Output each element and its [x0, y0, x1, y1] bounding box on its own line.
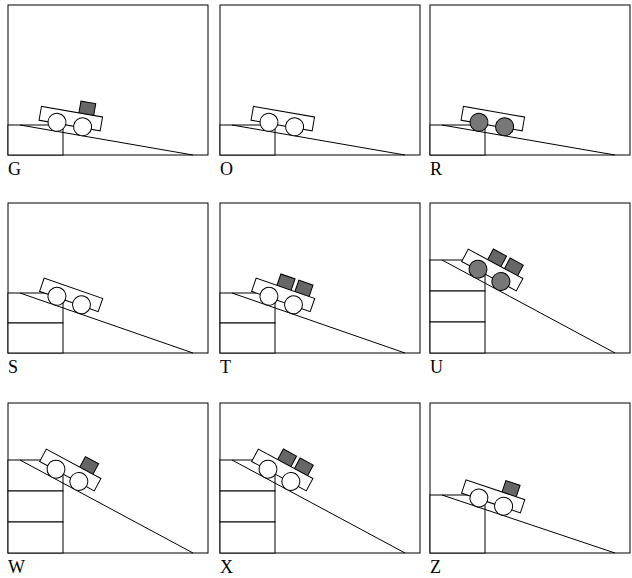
- panel-frame: [220, 203, 420, 353]
- panel-label: X: [220, 558, 233, 576]
- block: [220, 323, 275, 353]
- wheel: [257, 285, 280, 308]
- panel: [220, 203, 420, 353]
- wheel: [47, 112, 68, 133]
- cart: [248, 439, 319, 498]
- wheel: [70, 293, 93, 316]
- panel: [430, 203, 630, 353]
- panel-label: U: [430, 358, 443, 376]
- ramp: [20, 125, 193, 155]
- ramp: [232, 125, 405, 155]
- wheel: [259, 112, 280, 133]
- block: [430, 291, 485, 322]
- ramp: [232, 460, 405, 553]
- panel-frame: [430, 203, 630, 353]
- panel: [8, 403, 208, 553]
- wheel: [468, 487, 491, 510]
- wheel: [72, 116, 93, 137]
- block: [8, 522, 63, 553]
- ramp: [20, 460, 193, 553]
- block: [430, 322, 485, 353]
- cart: [459, 469, 529, 521]
- wheel: [492, 495, 515, 518]
- ramp: [232, 293, 405, 353]
- block: [220, 491, 275, 522]
- wheel: [45, 285, 68, 308]
- wheel: [279, 469, 303, 493]
- panel-label: T: [220, 358, 231, 376]
- ramp: [442, 495, 615, 553]
- cart: [250, 106, 315, 138]
- wheel: [256, 457, 280, 481]
- panel-label: S: [8, 358, 18, 376]
- panel-frame: [430, 403, 630, 553]
- cart: [249, 267, 319, 319]
- panel-frame: [220, 403, 420, 553]
- wheel: [489, 269, 513, 293]
- ramp: [442, 125, 615, 155]
- block: [8, 323, 63, 353]
- panel-frame: [430, 5, 630, 155]
- panel-label: R: [430, 160, 442, 178]
- wheel: [494, 116, 515, 137]
- cart-body: [40, 278, 103, 312]
- cart-body: [252, 278, 315, 312]
- wheel: [44, 457, 68, 481]
- wheel: [469, 112, 490, 133]
- panel: [220, 403, 420, 553]
- panel-label: G: [8, 160, 21, 178]
- panel: [430, 5, 630, 155]
- block: [220, 522, 275, 553]
- panel: [430, 403, 630, 553]
- cart: [460, 106, 525, 138]
- panel-label: W: [8, 558, 25, 576]
- cart-body: [462, 480, 525, 513]
- wheel: [282, 293, 305, 316]
- panel-frame: [220, 5, 420, 155]
- cart: [458, 239, 529, 298]
- panel: [220, 5, 420, 155]
- panel-frame: [8, 203, 208, 353]
- panel-label: O: [220, 160, 233, 178]
- panel: [8, 203, 208, 353]
- panel-frame: [8, 5, 208, 155]
- panel-frame: [8, 403, 208, 553]
- block: [8, 491, 63, 522]
- cart: [36, 439, 107, 498]
- ramp: [442, 260, 615, 353]
- wheel: [466, 257, 490, 281]
- panel: [8, 5, 208, 155]
- wheel: [284, 116, 305, 137]
- wheel: [67, 469, 91, 493]
- cart: [38, 95, 105, 139]
- ramp: [20, 293, 193, 353]
- panel-label: Z: [430, 558, 441, 576]
- cart: [37, 278, 103, 319]
